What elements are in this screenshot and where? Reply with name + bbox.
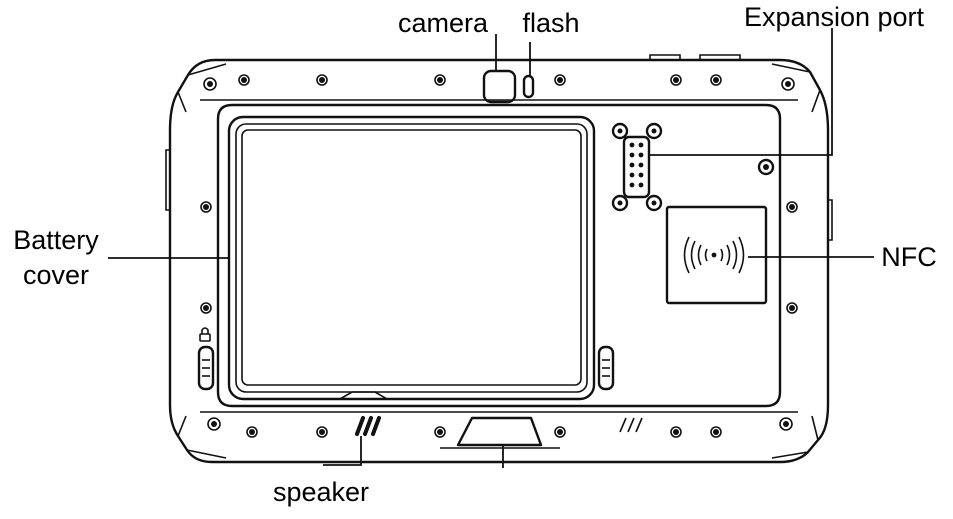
bumper-top-right bbox=[771, 63, 821, 113]
battery-cover-inner bbox=[235, 123, 588, 393]
battery-cover-panel bbox=[241, 129, 582, 386]
battery-cover-tab bbox=[339, 391, 388, 400]
expansion-port bbox=[611, 122, 663, 212]
leader-lines bbox=[108, 28, 874, 468]
battery-cover-label-line1: Battery bbox=[13, 225, 99, 255]
speaker-label: speaker bbox=[273, 477, 369, 507]
expansion-port-label: Expansion port bbox=[744, 2, 925, 32]
docking-connector bbox=[456, 416, 543, 447]
tablet-body bbox=[165, 54, 833, 464]
left-side-ridge bbox=[165, 149, 170, 211]
speaker-grille-right bbox=[619, 417, 643, 433]
right-latch bbox=[597, 345, 615, 391]
battery-cover bbox=[227, 115, 596, 401]
bumper-top-left bbox=[177, 63, 227, 113]
camera-label: camera bbox=[398, 8, 489, 38]
battery-cover-outer bbox=[227, 115, 596, 401]
speaker-leader bbox=[323, 436, 362, 466]
mount-screw bbox=[757, 158, 775, 176]
lock-icon bbox=[199, 327, 211, 342]
nfc-area bbox=[665, 205, 768, 305]
flash-led bbox=[522, 74, 535, 99]
nfc-icon bbox=[683, 236, 745, 274]
tablet-inner-frame bbox=[216, 103, 782, 408]
nfc-label: NFC bbox=[881, 242, 937, 272]
flash-label: flash bbox=[522, 8, 579, 38]
expansion-port-leader bbox=[649, 28, 833, 156]
expansion-port-mount-holes bbox=[611, 122, 663, 212]
screws bbox=[200, 74, 798, 438]
battery-cover-label-line2: cover bbox=[23, 260, 89, 290]
top-edge-buttons bbox=[649, 54, 741, 60]
tablet-outer-shell bbox=[168, 58, 830, 464]
right-side-ridge bbox=[828, 199, 833, 241]
camera-module bbox=[482, 69, 517, 104]
bumper-bottom-right bbox=[771, 415, 819, 459]
bumper-bottom-left bbox=[177, 415, 227, 459]
left-latch bbox=[197, 327, 215, 391]
speaker-grille bbox=[355, 416, 381, 436]
